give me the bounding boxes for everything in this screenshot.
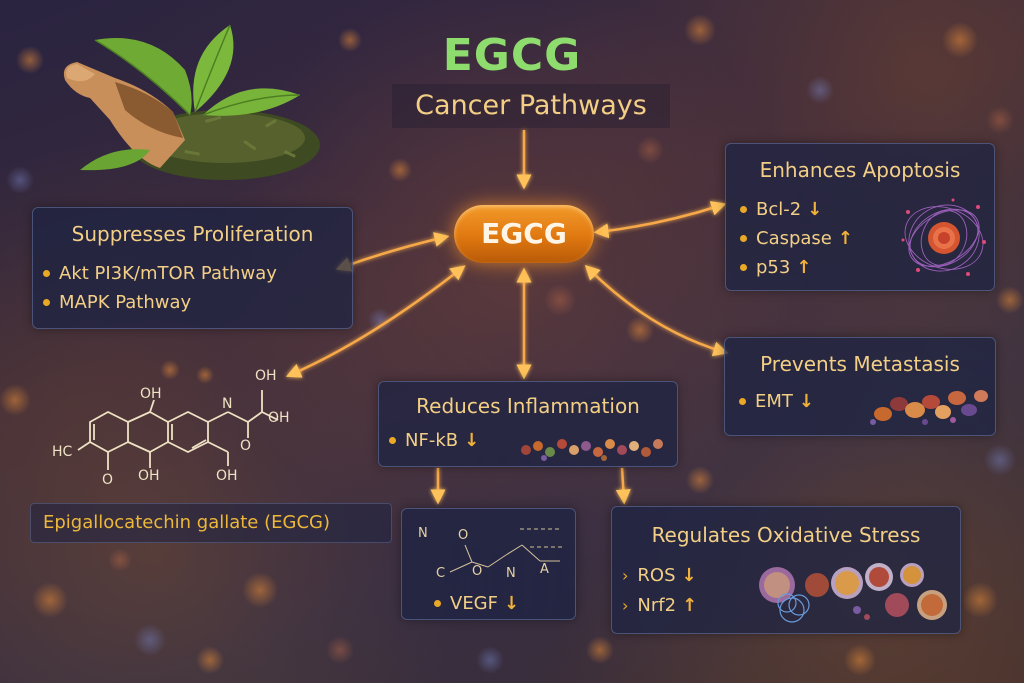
panel-metastasis: Prevents Metastasis EMT ↓	[724, 337, 996, 436]
panel-title: Regulates Oxidative Stress	[651, 523, 921, 547]
panel-oxidative-stress: Regulates Oxidative Stress › ROS ↓ › Nrf…	[611, 506, 961, 634]
arrow-up-icon: ↑	[796, 257, 812, 278]
svg-text:O: O	[240, 438, 251, 454]
list-item: Bcl-2 ↓	[740, 199, 822, 220]
arrow-down-icon: ↓	[798, 391, 814, 412]
arrow-down-icon: ↓	[681, 565, 697, 586]
svg-text:OH: OH	[216, 468, 238, 484]
arrow-oxidative	[615, 467, 631, 505]
svg-text:OH: OH	[138, 468, 160, 484]
bullet-dot	[43, 270, 50, 277]
svg-text:OH: OH	[140, 386, 162, 402]
list-item: Akt PI3K/mTOR Pathway	[43, 263, 277, 284]
panel-angiogenesis: N O C O N A VEGF ↓	[401, 508, 576, 620]
rose-cell-icon	[901, 198, 986, 276]
svg-text:O: O	[102, 472, 113, 488]
svg-text:OH: OH	[268, 410, 290, 426]
svg-text:HC: HC	[52, 444, 73, 460]
list-item: NF-kB ↓	[389, 430, 479, 451]
bullet-dot	[740, 206, 747, 213]
arrow-down-icon: ↓	[464, 430, 480, 451]
arrow-metastasis	[584, 264, 729, 357]
green-tea-illustration	[63, 24, 320, 180]
chevron-bullet-icon: ›	[622, 566, 629, 585]
bullet-dot	[740, 235, 747, 242]
bullet-dot	[434, 600, 441, 607]
page-subtitle: Cancer Pathways	[392, 84, 670, 128]
bullet-dot	[389, 437, 396, 444]
list-item: MAPK Pathway	[43, 292, 191, 313]
arrow-apoptosis	[593, 201, 727, 239]
cell-cluster-icon	[870, 390, 988, 425]
panel-title: Reduces Inflammation	[416, 394, 640, 418]
arrow-down-icon: ↓	[504, 593, 520, 614]
arrow-up-icon: ↑	[837, 228, 853, 249]
molecule-caption: Epigallocatechin gallate (EGCG)	[30, 503, 392, 543]
list-item: VEGF ↓	[434, 593, 519, 614]
bullet-dot	[43, 299, 50, 306]
list-item: Caspase ↑	[740, 228, 853, 249]
page-title: EGCG	[442, 30, 582, 81]
molecule-atom: N	[418, 526, 428, 541]
svg-text:O: O	[472, 564, 482, 579]
svg-text:A: A	[540, 562, 549, 577]
panel-inflammation: Reduces Inflammation NF-kB ↓	[378, 381, 678, 467]
bullet-dot	[740, 264, 747, 271]
arrow-down-icon: ↓	[807, 199, 823, 220]
panel-title: Prevents Metastasis	[760, 352, 960, 376]
panel-proliferation: Suppresses Proliferation Akt PI3K/mTOR P…	[32, 207, 353, 329]
egcg-molecule-structure: OH OH OH OH OH N O O HC	[52, 368, 290, 488]
svg-text:OH: OH	[255, 368, 277, 384]
egcg-center-node: EGCG	[454, 205, 594, 263]
list-item: p53 ↑	[740, 257, 811, 278]
chevron-bullet-icon: ›	[622, 596, 629, 615]
svg-text:C: C	[436, 566, 445, 581]
svg-text:N: N	[222, 396, 232, 412]
list-item: EMT ↓	[739, 391, 814, 412]
cell-cluster-icon	[521, 439, 663, 461]
panel-title: Enhances Apoptosis	[759, 158, 961, 182]
panel-apoptosis: Enhances Apoptosis Bcl-2 ↓ Caspase ↑ p53…	[725, 143, 995, 291]
list-item: › ROS ↓	[622, 565, 697, 586]
svg-text:O: O	[458, 528, 468, 543]
panel-title: Suppresses Proliferation	[71, 222, 314, 246]
arrow-molecule	[285, 265, 466, 378]
list-item: › Nrf2 ↑	[622, 595, 698, 616]
arrow-up-icon: ↑	[682, 595, 698, 616]
molecule-sketch-icon: N O C O N A	[418, 526, 562, 581]
bowls-icon	[759, 563, 947, 623]
bullet-dot	[739, 398, 746, 405]
arrow-proliferation	[335, 232, 450, 272]
svg-text:N: N	[506, 566, 516, 581]
